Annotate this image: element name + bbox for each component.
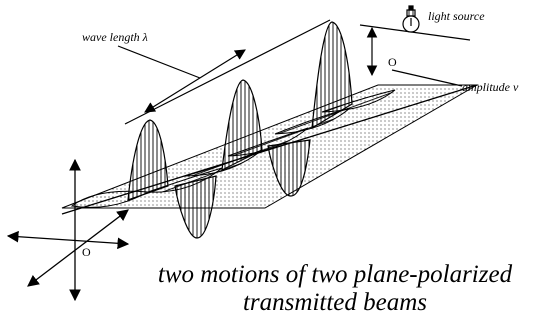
wavelength-label: wave length λ xyxy=(82,31,148,43)
origin-label-bottom: O xyxy=(82,246,91,258)
origin-axes xyxy=(8,160,128,300)
wavelength-dimension xyxy=(118,20,330,124)
amplitude-label: amplitude ν xyxy=(462,81,518,93)
caption-line-2: transmitted beams xyxy=(145,290,525,315)
origin-label-top: O xyxy=(388,56,397,68)
light-source-label: light source xyxy=(428,10,485,22)
caption-line-1: two motions of two plane-polarized xyxy=(145,262,525,287)
light-bulb-icon xyxy=(403,6,419,32)
amplitude-dimension xyxy=(360,25,470,86)
